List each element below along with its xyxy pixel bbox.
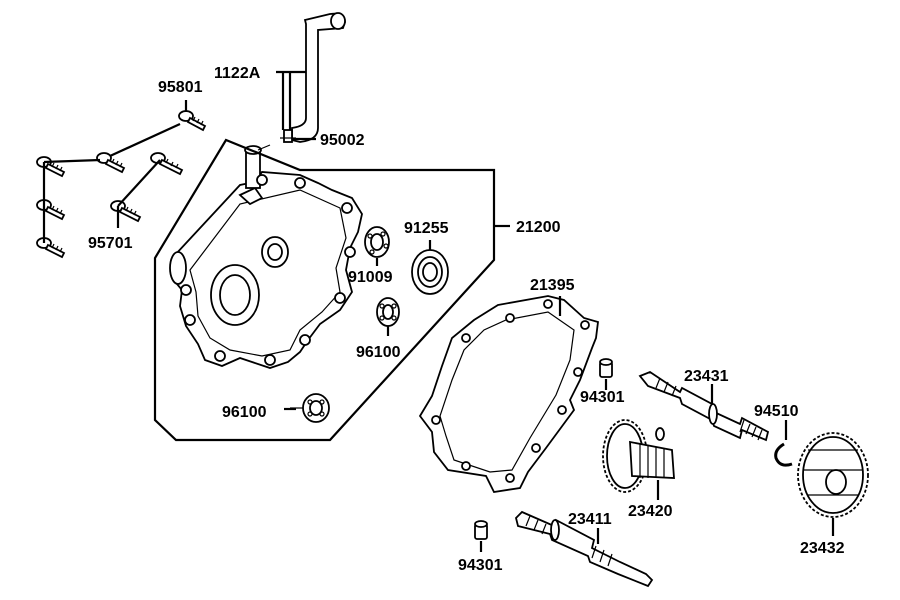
breather-hose xyxy=(291,12,346,143)
shaft-23431 xyxy=(638,370,770,442)
label-95801: 95801 xyxy=(158,79,203,96)
hose-leaders xyxy=(276,70,316,141)
dowel-pin-lower xyxy=(474,520,488,540)
bearing-96100-upper xyxy=(376,297,400,327)
label-96100-lower: 96100 xyxy=(222,404,267,421)
bolt-group xyxy=(36,110,207,259)
label-91009: 91009 xyxy=(348,269,393,286)
label-21200: 21200 xyxy=(516,219,561,236)
label-91255: 91255 xyxy=(404,220,449,237)
label-95002: 95002 xyxy=(320,132,365,149)
label-23431: 23431 xyxy=(684,368,729,385)
gasket-21395 xyxy=(418,295,599,493)
label-23411: 23411 xyxy=(568,511,612,528)
label-96100-upper: 96100 xyxy=(356,344,401,361)
bolt xyxy=(178,110,207,132)
gear-23420 xyxy=(602,419,675,493)
bolt xyxy=(36,156,66,178)
label-23420: 23420 xyxy=(628,503,673,520)
bearing-96100-lower xyxy=(290,393,330,423)
label-94301-lower: 94301 xyxy=(458,557,503,574)
bolt xyxy=(110,200,142,223)
cover-group-bracket xyxy=(153,138,496,442)
label-23432: 23432 xyxy=(800,540,845,557)
bolt-leaders xyxy=(42,100,188,243)
shaft-23411 xyxy=(515,510,654,588)
label-94510: 94510 xyxy=(754,403,799,420)
bolt xyxy=(96,152,126,174)
dowel-pin-upper xyxy=(599,358,613,378)
label-94301-upper: 94301 xyxy=(580,389,625,406)
circlip-94510 xyxy=(774,442,793,467)
label-1122A: 1122A xyxy=(214,65,261,82)
bearing-91009 xyxy=(364,226,390,258)
bolt xyxy=(36,237,66,259)
gear-23432 xyxy=(797,432,869,518)
label-95701: 95701 xyxy=(88,235,133,252)
transmission-cover xyxy=(169,144,363,369)
bolt xyxy=(36,199,66,221)
oil-seal-91255 xyxy=(411,249,449,295)
label-21395: 21395 xyxy=(530,277,575,294)
